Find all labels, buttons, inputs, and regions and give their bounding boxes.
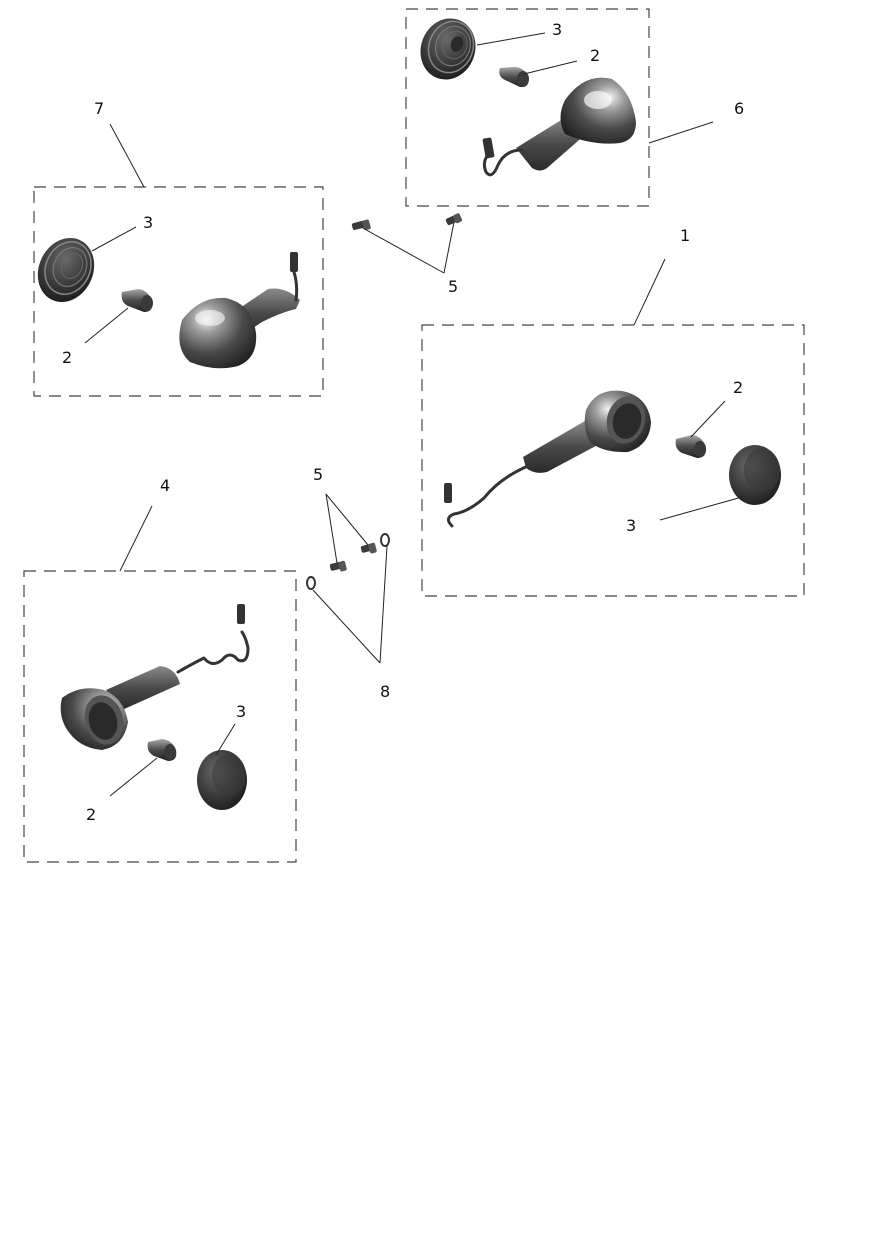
callout-box-7: 7 bbox=[94, 99, 104, 118]
lens-top bbox=[420, 18, 476, 80]
bulb-bottom bbox=[147, 739, 177, 761]
callout-box-4: 4 bbox=[160, 476, 170, 495]
indicator-housing-left bbox=[179, 252, 300, 369]
leader-screws-upper-a bbox=[360, 226, 445, 274]
assembly-box-4 bbox=[23, 570, 297, 863]
leader-lens-top bbox=[476, 32, 546, 46]
assembly-box-7 bbox=[33, 186, 324, 397]
screw-lower-left bbox=[329, 560, 347, 572]
leader-screws-upper-b bbox=[443, 221, 455, 274]
leader-screws-lower-a bbox=[325, 493, 338, 564]
callout-bulb-bottom: 2 bbox=[86, 805, 96, 824]
lens-bottom bbox=[197, 750, 247, 810]
bulb-top bbox=[499, 67, 529, 88]
leader-box-1 bbox=[633, 258, 666, 326]
o-ring-right bbox=[380, 533, 390, 547]
callout-lens-top: 3 bbox=[552, 20, 562, 39]
leader-lens-right bbox=[659, 496, 743, 521]
callout-lens-right: 3 bbox=[626, 516, 636, 535]
callout-screws-lower: 5 bbox=[313, 465, 323, 484]
leader-screws-lower-b bbox=[325, 493, 369, 546]
callout-lens-left: 3 bbox=[143, 213, 153, 232]
lens-right bbox=[729, 445, 781, 505]
leader-orings-a bbox=[312, 589, 381, 664]
leader-lens-bottom bbox=[215, 723, 236, 756]
callout-screws-upper: 5 bbox=[448, 277, 458, 296]
bulb-left bbox=[121, 289, 153, 312]
o-ring-left bbox=[306, 576, 316, 590]
indicator-housing-top bbox=[482, 77, 636, 177]
indicator-housing-right bbox=[444, 390, 651, 528]
bulb-right bbox=[675, 435, 707, 458]
leader-lens-left bbox=[91, 226, 137, 252]
leader-bulb-top bbox=[523, 60, 578, 75]
callout-bulb-top: 2 bbox=[590, 46, 600, 65]
screw-lower-right bbox=[360, 542, 377, 554]
screw-upper-left bbox=[351, 219, 371, 231]
lens-left bbox=[37, 237, 95, 303]
leader-orings-b bbox=[379, 545, 388, 664]
callout-orings: 8 bbox=[380, 682, 390, 701]
leader-box-7 bbox=[109, 123, 145, 188]
callout-bulb-left: 2 bbox=[62, 348, 72, 367]
leader-bulb-left bbox=[84, 307, 129, 344]
leader-bulb-right bbox=[690, 400, 726, 438]
callout-lens-bottom: 3 bbox=[236, 702, 246, 721]
assembly-box-6 bbox=[405, 8, 650, 207]
callout-bulb-right: 2 bbox=[733, 378, 743, 397]
assembly-box-1 bbox=[421, 324, 805, 597]
indicator-housing-bottom bbox=[60, 604, 250, 750]
leader-bulb-bottom bbox=[109, 757, 158, 797]
leader-box-6 bbox=[648, 121, 714, 144]
callout-box-1: 1 bbox=[680, 226, 690, 245]
leader-box-4 bbox=[119, 505, 153, 572]
callout-box-6: 6 bbox=[734, 99, 744, 118]
